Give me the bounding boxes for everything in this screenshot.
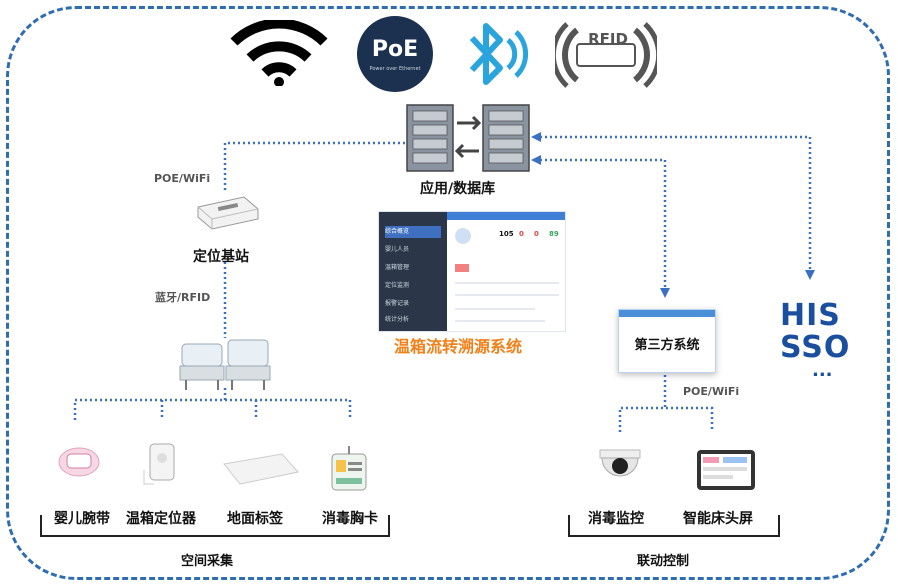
base-station-label: 定位基站 xyxy=(193,249,249,265)
device-label: 婴儿腕带 xyxy=(54,511,110,527)
system-menu-item: 综合概览 xyxy=(385,226,441,238)
third-party-label: 第三方系统 xyxy=(634,338,700,353)
system-menu-item: 定位监测 xyxy=(385,282,410,289)
incubator-icon xyxy=(179,339,271,390)
system-stat: 0 xyxy=(534,230,539,238)
wifi-icon xyxy=(230,20,328,86)
his-line: HIS xyxy=(780,298,841,333)
right-poe-wifi-label: POE/WiFi xyxy=(683,385,740,398)
link-server-basestation xyxy=(223,141,405,190)
sso-line: SSO xyxy=(780,330,851,365)
system-menu-item: 统计分析 xyxy=(385,316,410,323)
device-bus-right xyxy=(618,406,714,432)
left-bt-rfid-label: 蓝牙/RFID xyxy=(155,291,211,304)
system-screenshot: 综合概览 婴儿人员 温箱管理 定位监测 报警记录 统计分析 105 0 0 89 xyxy=(378,211,566,332)
arrow-his-down xyxy=(805,270,815,280)
group-bracket-left xyxy=(40,515,390,537)
device-label: 智能床头屏 xyxy=(683,511,753,527)
device-label: 地面标签 xyxy=(227,511,283,527)
his-sso-label: HIS SSO xyxy=(780,300,850,364)
poe-label: PoE xyxy=(371,37,419,62)
base-station-icon xyxy=(197,196,259,230)
arrowheads xyxy=(531,132,815,298)
system-stat: 105 xyxy=(499,230,514,238)
system-tag xyxy=(455,264,469,272)
rfid-label: RFID xyxy=(588,30,628,48)
server-icon xyxy=(406,104,530,172)
disinfection-camera-icon xyxy=(599,449,641,477)
group-label-right: 联动控制 xyxy=(637,554,690,569)
system-avatar xyxy=(455,228,471,244)
system-stat: 0 xyxy=(519,230,524,238)
baby-wristband-icon xyxy=(58,447,100,477)
group-label-left: 空间采集 xyxy=(181,554,234,569)
system-menu-item: 婴儿人员 xyxy=(385,246,410,253)
disinfection-badge-icon xyxy=(331,446,367,491)
incubator-locator-icon xyxy=(143,443,175,485)
poe-icon: PoE Power over Ethernet xyxy=(357,16,433,92)
his-more: ... xyxy=(812,360,833,381)
link-server-his xyxy=(535,135,812,272)
bluetooth-icon xyxy=(469,23,529,85)
floor-tag-icon xyxy=(223,453,299,485)
arrow-his-left xyxy=(531,132,541,142)
device-label: 温箱定位器 xyxy=(126,511,196,527)
rfid-icon xyxy=(555,22,657,88)
group-bracket-right xyxy=(568,515,780,537)
system-title: 温箱流转溯源系统 xyxy=(394,337,523,356)
server-label: 应用/数据库 xyxy=(420,181,496,197)
system-menu-item: 报警记录 xyxy=(385,300,410,307)
system-stat: 89 xyxy=(549,230,559,238)
poe-sub: Power over Ethernet xyxy=(369,66,421,72)
third-party-system: 第三方系统 xyxy=(618,309,716,373)
link-server-thirdparty xyxy=(535,158,667,290)
system-sidebar: 综合概览 婴儿人员 温箱管理 定位监测 报警记录 统计分析 xyxy=(379,212,447,331)
system-menu-item: 温箱管理 xyxy=(385,264,410,271)
arrow-third-down xyxy=(660,288,670,298)
system-topbar xyxy=(447,212,565,220)
device-bus-left xyxy=(73,398,352,420)
dashed-border-frame xyxy=(6,6,890,580)
arrow-third-left xyxy=(531,155,541,165)
device-label: 消毒监控 xyxy=(588,511,644,527)
device-label: 消毒胸卡 xyxy=(322,511,378,527)
smart-bedside-screen-icon xyxy=(697,450,755,490)
left-poe-wifi-label: POE/WiFi xyxy=(154,172,211,185)
